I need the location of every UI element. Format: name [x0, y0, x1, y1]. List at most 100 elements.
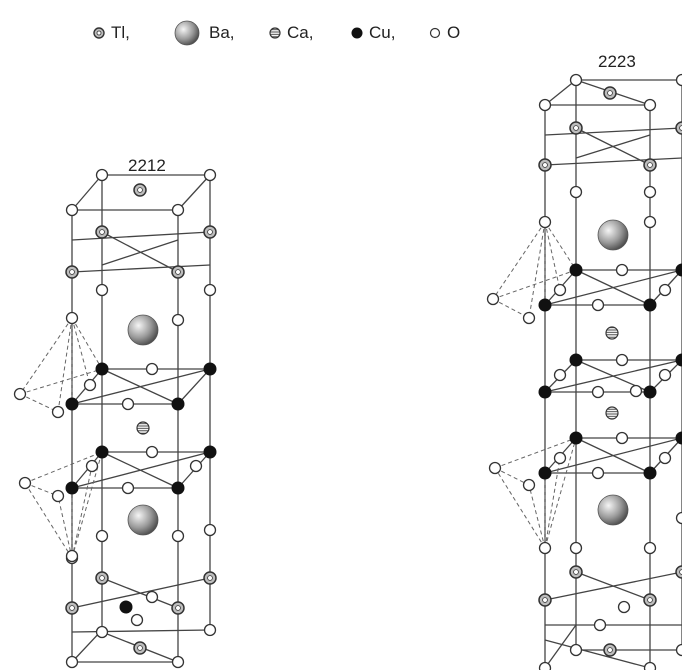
- o-atom: [591, 298, 605, 312]
- o-atom: [569, 185, 583, 199]
- legend-item-ba: Ba,: [170, 20, 235, 46]
- coordination-bond-dashed: [494, 467, 546, 549]
- o-atom: [658, 283, 672, 297]
- cu-atom: [643, 385, 657, 399]
- bond-line: [71, 264, 211, 273]
- structure-title-2223: 2223: [598, 52, 636, 71]
- cu-atom: [569, 431, 583, 445]
- o-atom: [171, 313, 185, 327]
- tl-atom: [133, 641, 147, 655]
- tl-atom: [65, 601, 79, 615]
- o-atom: [18, 476, 32, 490]
- o-atom: [171, 655, 185, 669]
- tl-atom: [171, 265, 185, 279]
- tl-atom: [643, 593, 657, 607]
- coordination-bond-dashed: [544, 437, 577, 549]
- legend-label-ca: Ca,: [287, 23, 314, 42]
- coordination-bond-dashed: [492, 269, 577, 300]
- coordination-bond-dashed: [544, 221, 561, 291]
- o-atom: [13, 387, 27, 401]
- o-atom: [591, 466, 605, 480]
- cu-atom: [569, 263, 583, 277]
- cu-atom: [203, 362, 217, 376]
- o-atom: [569, 541, 583, 555]
- coordination-bond-dashed: [71, 451, 103, 559]
- tl-atom: [203, 571, 217, 585]
- o-atom: [593, 618, 607, 632]
- cu-atom: [171, 397, 185, 411]
- o-atom: [145, 362, 159, 376]
- cu-atom: [203, 445, 217, 459]
- bond-line: [101, 239, 179, 266]
- tl-atom: [603, 643, 617, 657]
- o-atom: [643, 98, 657, 112]
- bond-line: [71, 174, 103, 211]
- ca-atom-icon: [269, 27, 281, 39]
- o-atom: [65, 549, 79, 563]
- o-atom: [145, 445, 159, 459]
- o-atom: [121, 481, 135, 495]
- o-atom: [643, 185, 657, 199]
- o-atom: [145, 590, 159, 604]
- coordination-bond-dashed: [57, 317, 73, 413]
- cu-atom: [675, 263, 682, 277]
- tl-atom: [133, 183, 147, 197]
- bond-line: [575, 571, 651, 601]
- o-atom: [615, 431, 629, 445]
- ca-atom: [605, 406, 619, 420]
- bond-line: [544, 639, 651, 669]
- coordination-bond-dashed: [494, 467, 530, 486]
- ba-atom: [127, 504, 159, 536]
- o-atom: [95, 168, 109, 182]
- cu-atom: [643, 466, 657, 480]
- cu-atom: [95, 445, 109, 459]
- atom-legend: Tl, Ba, Ca, Cu, O: [0, 0, 682, 60]
- cu-atom: [675, 431, 682, 445]
- legend-item-cu: Cu,: [350, 21, 395, 45]
- bond-line: [177, 174, 211, 211]
- atoms-layer: [13, 73, 682, 670]
- o-atom-icon: [429, 27, 441, 39]
- cu-atom: [675, 353, 682, 367]
- cu-atom: [569, 353, 583, 367]
- o-atom: [95, 283, 109, 297]
- o-atom: [617, 600, 631, 614]
- legend-item-tl: Tl,: [92, 21, 130, 45]
- bond-line: [544, 269, 682, 306]
- cu-atom: [538, 298, 552, 312]
- o-atom: [643, 661, 657, 670]
- coordination-bond-dashed: [544, 221, 577, 271]
- legend-label-cu: Cu,: [369, 23, 396, 42]
- bond-line: [544, 359, 682, 393]
- tl-atom: [675, 565, 682, 579]
- o-atom: [675, 643, 682, 657]
- o-atom: [171, 529, 185, 543]
- ba-atom: [597, 494, 629, 526]
- legend-label-tl: Tl,: [111, 23, 130, 42]
- coordination-bond-dashed: [24, 482, 73, 559]
- legend-label-ba: Ba,: [209, 23, 235, 42]
- o-atom: [65, 655, 79, 669]
- bond-line: [544, 79, 577, 106]
- bond-line: [101, 577, 179, 609]
- o-atom: [203, 623, 217, 637]
- o-atom: [538, 541, 552, 555]
- coordination-bond-dashed: [528, 221, 546, 319]
- o-atom: [615, 353, 629, 367]
- o-atom: [553, 451, 567, 465]
- o-atom: [121, 397, 135, 411]
- o-atom: [615, 263, 629, 277]
- structure-title-2212: 2212: [128, 156, 166, 175]
- coordination-bond-dashed: [19, 393, 59, 413]
- o-atom: [591, 385, 605, 399]
- ba-atom: [597, 219, 629, 251]
- cu-atom: [538, 385, 552, 399]
- o-atom: [658, 368, 672, 382]
- cu-atom: [643, 298, 657, 312]
- cu-atom: [65, 481, 79, 495]
- cu-atom: [95, 362, 109, 376]
- o-atom: [553, 368, 567, 382]
- bond-line: [177, 368, 211, 405]
- tl-atom: [65, 265, 79, 279]
- bond-line: [544, 127, 682, 136]
